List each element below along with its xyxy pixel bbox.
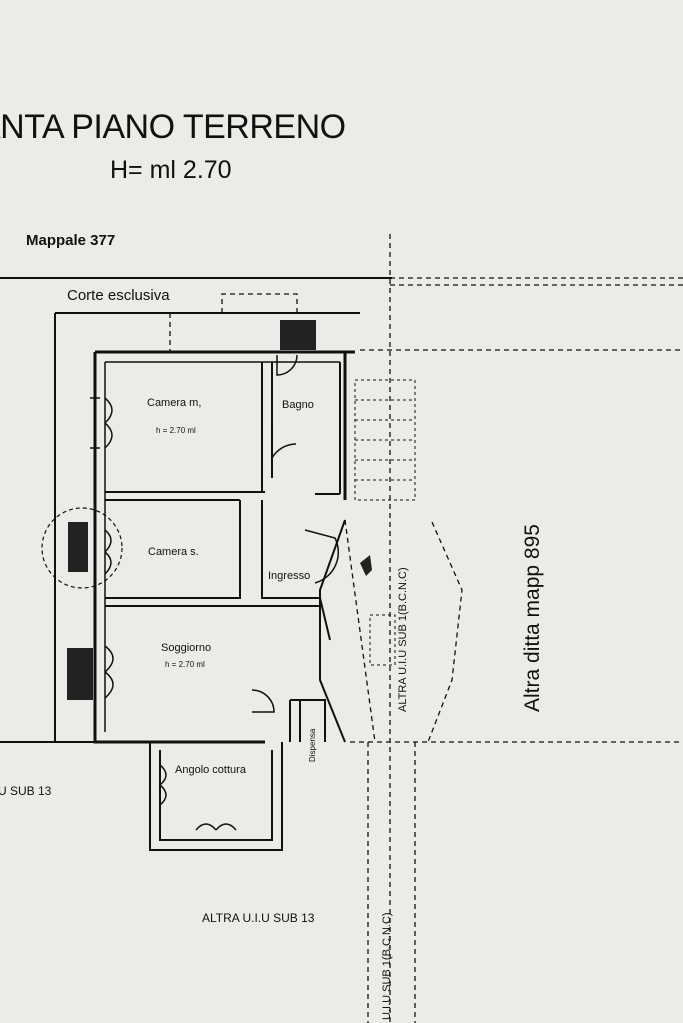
room-soggiorno-height: h = 2.70 ml: [165, 660, 205, 669]
window-camera-s: [94, 529, 112, 575]
room-bagno: Bagno: [282, 399, 314, 411]
outer-wall-inner: [104, 361, 340, 732]
door-bagno: [276, 354, 298, 376]
mappale-label: Mappale 377: [26, 232, 116, 249]
window-soggiorno: [94, 645, 114, 699]
plan-title: ANTA PIANO TERRENO: [0, 108, 346, 146]
window-camera-m: [90, 397, 113, 449]
outer-wall: [93, 350, 355, 744]
room-camera-m: Camera m,: [147, 397, 202, 409]
room-angolo-cottura: Angolo cottura: [175, 764, 246, 776]
window-kitchen-left: [149, 764, 167, 806]
neighbor-altra-ditta: Altra ditta mapp 895: [521, 524, 544, 712]
wall-corridor: [299, 519, 346, 743]
dashed-court-left: [344, 519, 376, 743]
dashed-court-arc: [427, 521, 463, 743]
chimney-block: [280, 320, 316, 350]
neighbor-altra-uiu-vertical: ALTRA U.I.U SUB 1(B.C.N.C): [397, 567, 409, 712]
door-soggiorno: [251, 689, 275, 713]
dashed-small-box: [369, 614, 396, 666]
wall-camera-s: [105, 499, 241, 599]
wall-ingresso: [261, 500, 331, 641]
ceiling-height: H= ml 2.70: [110, 156, 232, 184]
entrance-arrow-icon: [360, 555, 372, 576]
corte-label: Corte esclusiva: [67, 287, 170, 304]
wall-bagno: [271, 362, 341, 495]
radiator-soggiorno: [67, 648, 93, 700]
room-camera-s: Camera s.: [148, 546, 199, 558]
wall-kitchen: [149, 742, 283, 851]
wall-dispensa: [289, 699, 326, 742]
room-camera-m-height: h = 2.70 ml: [156, 426, 196, 435]
room-ingresso: Ingresso: [268, 570, 311, 582]
door-ingresso: [304, 529, 340, 584]
wall-camera-m: [105, 362, 265, 493]
room-dispensa: Dispensa: [308, 728, 317, 762]
door-camera-m: [271, 430, 297, 461]
room-soggiorno: Soggiorno: [161, 642, 212, 654]
garden-circle: [41, 507, 123, 589]
window-kitchen-bottom: [195, 823, 237, 841]
neighbor-altra-uiu-bottom: ALTRA U.I.U SUB 13: [202, 911, 315, 925]
dashed-corte-box: [221, 293, 298, 313]
neighbor-uiu-vertical-bottom: U.I.U SUB 1(B.C.N.C): [381, 912, 393, 1020]
neighbor-uiu-left: U SUB 13: [0, 784, 52, 798]
radiator-camera-s: [68, 522, 88, 572]
